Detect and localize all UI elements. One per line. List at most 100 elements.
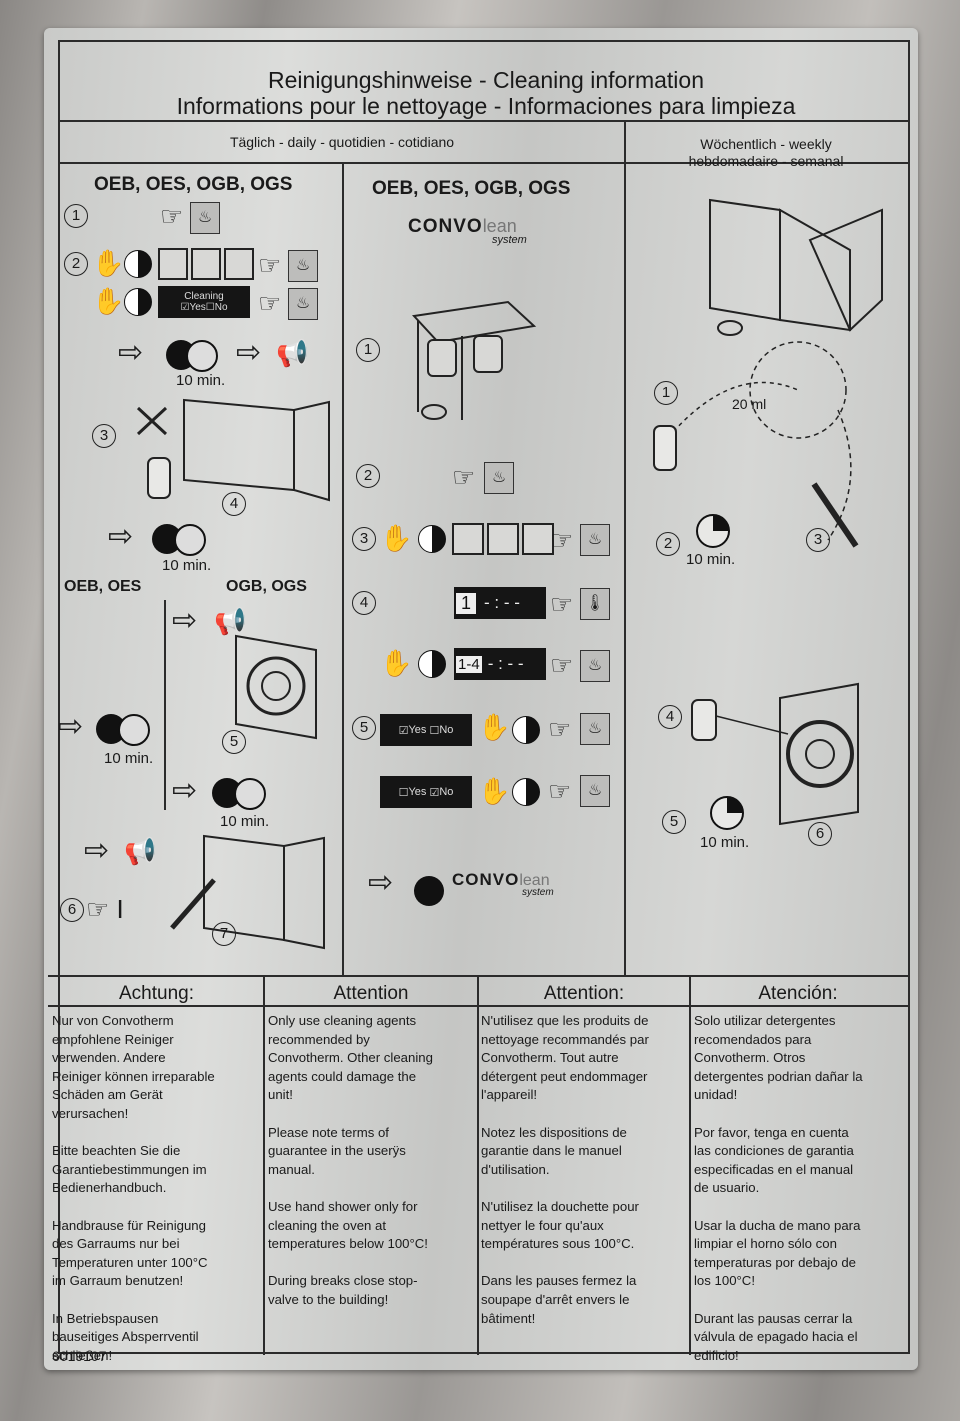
- c3-duration-2: 10 min.: [700, 834, 749, 851]
- dial-knob-icon-2: [124, 288, 152, 316]
- c2-cleaning-symbol-icon-5: ♨: [580, 775, 610, 807]
- c2-dial-knob-icon-2: [418, 650, 446, 678]
- col1-split-line: [164, 600, 166, 810]
- warning-heading-en: Attention: [265, 983, 477, 1005]
- c2-cleaning-symbol-icon: ♨: [484, 462, 514, 494]
- detergent-canisters-illustration: [408, 296, 538, 426]
- cleaning-label: Cleaning: [184, 291, 223, 302]
- c2-step-5-marker: 5: [352, 716, 376, 740]
- daily-header: Täglich - daily - quotidien - cotidiano: [60, 134, 624, 150]
- time-value-14: - : - -: [488, 654, 524, 674]
- no-label-3: No: [439, 786, 453, 798]
- signal-horn-icon: 📢: [276, 340, 308, 366]
- header-divider: [58, 120, 908, 122]
- dial-knob-icon: [124, 250, 152, 278]
- c2-cleaning-symbol-icon-4: ♨: [580, 713, 610, 745]
- c2-cleaning-symbol-icon-3: ♨: [580, 650, 610, 682]
- press-button-icon-3: ☞: [258, 290, 281, 316]
- wash-cycle-icon-3: [96, 712, 152, 746]
- weekly-header-1: Wöchentlich - weekly: [626, 136, 906, 152]
- c2-press-button-icon-3: ☞: [550, 591, 573, 617]
- c2-press-button-icon-4: ☞: [550, 652, 573, 678]
- cleaning-symbol-icon-3: ♨: [288, 288, 318, 320]
- step-1-marker: 1: [64, 204, 88, 228]
- yes-label-2: Yes: [408, 724, 426, 736]
- warning-text-fr: N'utilisez que les produits de nettoyage…: [481, 1012, 649, 1328]
- yes-selected-screen: ☑Yes ☐No: [380, 714, 472, 746]
- models-gas: OGB, OGS: [226, 578, 307, 596]
- c2-arrow-right-icon: ⇨: [368, 870, 393, 896]
- warning-heading-de: Achtung:: [50, 983, 263, 1005]
- step-4-marker: 4: [222, 492, 246, 516]
- c3-step-4-marker: 4: [658, 705, 682, 729]
- brand-suffix: lean: [483, 216, 517, 236]
- convoclean-logo: CONVOlean system: [408, 216, 527, 246]
- step-6-marker: 6: [60, 898, 84, 922]
- weekly-header-2: hebdomadaire - semanal: [626, 153, 906, 169]
- cleaning-symbol-icon-2: ♨: [288, 250, 318, 282]
- c2-dial-knob-icon: [418, 525, 446, 553]
- col1-models: OEB, OES, OGB, OGS: [94, 174, 292, 196]
- weekly-oven-illustration: [700, 190, 890, 340]
- cleaning-yes-no-screen: Cleaning ☑Yes☐No: [158, 286, 250, 318]
- wash-cycle-icon-5: [414, 876, 444, 906]
- c3-step-2-marker: 2: [656, 532, 680, 556]
- duration-2: 10 min.: [162, 557, 211, 574]
- warn-divider-1: [263, 975, 265, 1355]
- no-label: No: [215, 302, 228, 313]
- brand-text-2: CONVO: [452, 870, 519, 889]
- step-2-marker: 2: [64, 252, 88, 276]
- step-7-marker: 7: [212, 922, 236, 946]
- convoclean-logo-2: CONVOlean system: [452, 870, 554, 898]
- wash-cycle-icon-4: [212, 776, 268, 810]
- dial-hand-icon: ✋: [92, 250, 124, 276]
- fan-cleaning-illustration: [226, 626, 326, 746]
- c2-dial-hand-icon-2: ✋: [380, 650, 412, 676]
- warning-text-en: Only use cleaning agents recommended by …: [268, 1012, 433, 1310]
- no-selected-screen: ☐Yes ☑No: [380, 776, 472, 808]
- c2-step-3-marker: 3: [352, 527, 376, 551]
- timer-icon: [696, 514, 730, 548]
- c2-dial-hand-icon-3: ✋: [478, 714, 510, 740]
- c2-dial-knob-icon-3: [512, 716, 540, 744]
- yes-label: Yes: [189, 302, 205, 313]
- c2-press-button-icon: ☞: [452, 464, 475, 490]
- step-5-marker: 5: [222, 730, 246, 754]
- c3-step-5-marker: 5: [662, 810, 686, 834]
- time-value-1: - : - -: [484, 593, 520, 613]
- c2-dial-hand-icon-4: ✋: [478, 778, 510, 804]
- c2-dial-knob-icon-4: [512, 778, 540, 806]
- c3-step-6-marker: 6: [808, 822, 832, 846]
- arrow-right-icon-6: ⇨: [172, 778, 197, 804]
- c2-step-1-marker: 1: [356, 338, 380, 362]
- arrow-right-icon-3: ⇨: [108, 524, 133, 550]
- program-screens: [158, 248, 254, 280]
- c2-dial-hand-icon: ✋: [380, 525, 412, 551]
- c2-program-screens: [452, 523, 554, 555]
- timer-icon-2: [710, 796, 744, 830]
- c3-step-1-marker: 1: [654, 381, 678, 405]
- warn-divider-3: [689, 975, 691, 1355]
- daily-weekly-divider: [624, 120, 626, 975]
- warning-text-de: Nur von Convotherm empfohlene Reiniger v…: [52, 1012, 215, 1365]
- arrow-right-icon-4: ⇨: [172, 608, 197, 634]
- title-line-2: Informations pour le nettoyage - Informa…: [106, 92, 866, 120]
- detergent-volume: 20 ml: [732, 396, 766, 412]
- warning-heading-es: Atención:: [691, 983, 905, 1005]
- step-3-marker: 3: [92, 424, 116, 448]
- oven-hand-shower-illustration: [164, 828, 334, 958]
- wash-cycle-icon-2: [152, 522, 208, 556]
- duration-3: 10 min.: [104, 750, 153, 767]
- c2-press-button-icon-5: ☞: [548, 716, 571, 742]
- arrow-right-icon-7: ⇨: [84, 838, 109, 864]
- no-label-2: No: [439, 724, 453, 736]
- c2-step-4-marker: 4: [352, 591, 376, 615]
- c2-press-button-icon-2: ☞: [550, 527, 573, 553]
- brand-sub: system: [492, 234, 527, 246]
- level-display-14: 1-4 - : - -: [454, 648, 546, 680]
- wash-cycle-icon: [166, 338, 216, 372]
- press-button-icon: ☞: [160, 203, 183, 229]
- warn-divider-2: [477, 975, 479, 1355]
- hand-shower-illustration: [808, 476, 868, 556]
- dial-hand-icon-2: ✋: [92, 288, 124, 314]
